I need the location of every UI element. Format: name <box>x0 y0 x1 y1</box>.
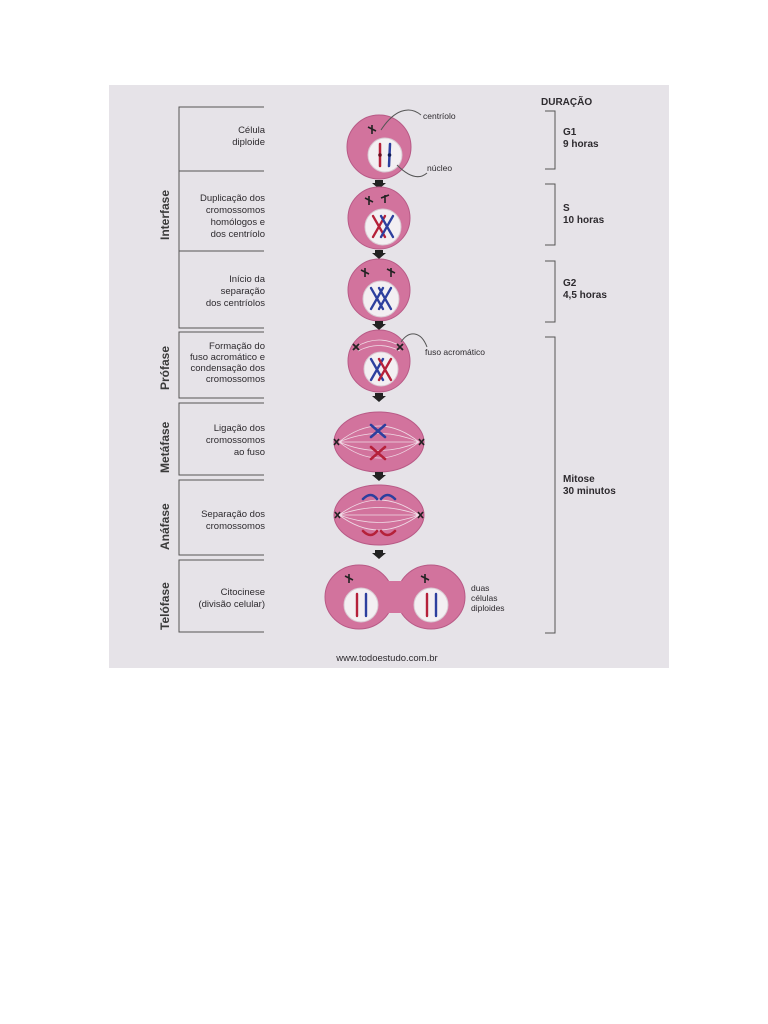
phase-metafase: Metáfase <box>158 421 172 473</box>
nucleus <box>413 587 449 623</box>
centriole-icon <box>333 438 425 446</box>
step-5-line-1: Ligação dos <box>214 423 265 434</box>
step-3-line-2: separação <box>221 286 265 297</box>
phase-brackets <box>178 106 264 633</box>
step-2-line-4: dos centríolo <box>211 229 265 240</box>
step-1-line-2: diploide <box>232 137 265 148</box>
duration-s-value: 10 horas <box>563 215 605 226</box>
centriole-icon <box>344 574 430 583</box>
bracket-g1 <box>545 110 556 170</box>
arrow-down-icon <box>372 550 386 559</box>
bracket-anafase <box>178 479 187 556</box>
nucleus <box>364 208 402 246</box>
mitosis-diagram: Interfase Prófase Metáfase Anáfase Telóf… <box>158 95 616 664</box>
duration-title: DURAÇÃO <box>541 95 592 108</box>
cell-s <box>347 186 411 250</box>
step-7-line-1: Citocinese <box>221 587 265 598</box>
step-5-line-3: ao fuso <box>234 447 265 458</box>
nucleus <box>367 137 403 173</box>
cell-g1 <box>346 114 412 180</box>
phase-telofase: Telófase <box>158 582 172 630</box>
step-labels: Célula diploide Duplicação dos cromossom… <box>190 125 266 610</box>
duration-g2-label: G2 <box>563 278 577 289</box>
step-4-line-1: Formação do <box>209 341 265 352</box>
centriole-icon <box>367 125 377 134</box>
label-duas-3: diploides <box>471 603 505 613</box>
nucleus <box>343 587 379 623</box>
cell-telofase <box>324 564 466 630</box>
step-4-line-2: fuso acromático e <box>190 352 265 363</box>
phase-anafase: Anáfase <box>158 503 172 550</box>
centriole-icon <box>360 268 396 277</box>
nucleus <box>363 351 399 387</box>
centriole-icon <box>364 194 390 205</box>
duration-mitose-value: 30 minutos <box>563 486 616 497</box>
bracket-profase <box>178 331 187 399</box>
phase-interfase: Interfase <box>158 190 172 240</box>
centriole-icon <box>334 511 424 519</box>
label-duas-2: células <box>471 593 497 603</box>
step-5-line-2: cromossomos <box>206 435 265 446</box>
arrow-down-icon <box>372 180 386 189</box>
step-7-line-2: (divisão celular) <box>198 599 265 610</box>
step-2-line-2: cromossomos <box>206 205 265 216</box>
pointer-centriolo <box>380 109 422 131</box>
phase-profase: Prófase <box>158 346 172 390</box>
step-6-line-2: cromossomos <box>206 521 265 532</box>
duration-g1-value: 9 horas <box>563 139 599 150</box>
step-3-line-1: Início da <box>229 274 266 285</box>
label-fuso: fuso acromático <box>425 347 485 357</box>
step-2-line-3: homólogos e <box>211 217 265 228</box>
cell-metafase <box>333 411 425 473</box>
bracket-metafase <box>178 402 187 476</box>
duration-g2-value: 4,5 horas <box>563 290 607 301</box>
pointer-fuso <box>400 333 428 348</box>
step-1-line-1: Célula <box>238 125 266 136</box>
footer-url: www.todoestudo.com.br <box>335 653 437 664</box>
diagram-panel: Interfase Prófase Metáfase Anáfase Telóf… <box>109 85 669 668</box>
step-6-line-1: Separação dos <box>201 509 265 520</box>
nucleus <box>362 280 400 318</box>
step-4-line-4: cromossomos <box>206 374 265 385</box>
label-duas-1: duas <box>471 583 489 593</box>
bracket-s <box>545 183 556 246</box>
spindle-fibers <box>338 499 420 531</box>
bracket-mitose <box>545 336 556 634</box>
step-2-line-1: Duplicação dos <box>200 193 265 204</box>
duration-mitose-label: Mitose <box>563 474 595 485</box>
cell-g2 <box>347 258 411 322</box>
label-centriolo: centríolo <box>423 111 456 121</box>
cell-profase <box>347 329 411 393</box>
centriole-icon <box>352 343 404 351</box>
cell-anafase <box>333 484 425 546</box>
arrow-down-icon <box>372 321 386 330</box>
step-3-line-3: dos centríolos <box>206 298 265 309</box>
step-4-line-3: condensação dos <box>191 363 266 374</box>
bracket-g2 <box>545 260 556 323</box>
bracket-telofase <box>178 559 187 633</box>
duration-s-label: S <box>563 203 570 214</box>
pointer-nucleo <box>396 164 428 178</box>
arrow-down-icon <box>372 472 386 481</box>
arrow-down-icon <box>372 250 386 259</box>
arrow-down-icon <box>372 393 386 402</box>
bracket-interfase <box>178 106 187 329</box>
label-nucleo: núcleo <box>427 163 452 173</box>
duration-g1-label: G1 <box>563 127 577 138</box>
